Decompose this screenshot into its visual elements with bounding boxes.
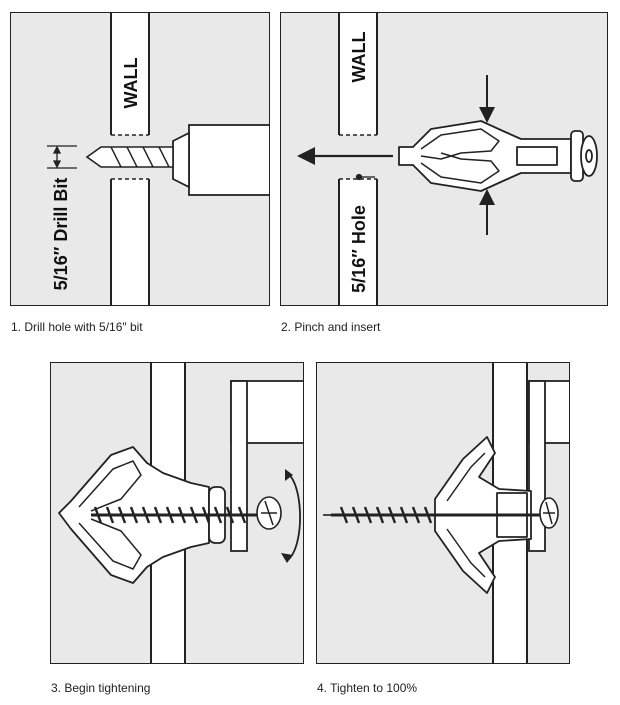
step-2-panel: WALL 5/16″ Hole <box>280 12 608 306</box>
step-4-illustration <box>323 363 569 663</box>
fixture-bracket <box>528 380 569 552</box>
bit-size-dimension <box>47 145 77 169</box>
fixture-bracket <box>230 380 303 552</box>
pinched-anchor <box>398 120 598 192</box>
wall <box>110 13 150 305</box>
pinch-arrow-bottom <box>479 189 495 235</box>
drill-bit <box>85 146 174 168</box>
step-3-panel <box>50 362 304 664</box>
pinch-arrow-top <box>479 75 495 123</box>
insert-arrow <box>297 147 393 165</box>
step-1-caption: 1. Drill hole with 5/16″ bit <box>11 320 143 334</box>
wall-label: WALL <box>121 58 141 109</box>
hole-pointer <box>355 173 375 181</box>
step-2-illustration: WALL 5/16″ Hole <box>297 13 598 305</box>
step-3-caption: 3. Begin tightening <box>51 681 151 695</box>
step-4-panel <box>316 362 570 664</box>
step-3-illustration <box>58 363 303 663</box>
step-1-panel: WALL 5/16″ Drill Bit <box>10 12 270 306</box>
wall <box>338 13 378 305</box>
step-1-illustration: WALL 5/16″ Drill Bit <box>47 13 269 305</box>
drill-bit-label: 5/16″ Drill Bit <box>51 178 71 291</box>
step-2-caption: 2. Pinch and insert <box>281 320 381 334</box>
screw <box>323 497 559 529</box>
step-4-caption: 4. Tighten to 100% <box>317 681 418 695</box>
drill-chuck <box>172 124 269 196</box>
wall-label: WALL <box>349 32 369 83</box>
screw <box>91 496 282 530</box>
hole-label: 5/16″ Hole <box>349 205 369 293</box>
rotation-arrow <box>281 469 301 563</box>
